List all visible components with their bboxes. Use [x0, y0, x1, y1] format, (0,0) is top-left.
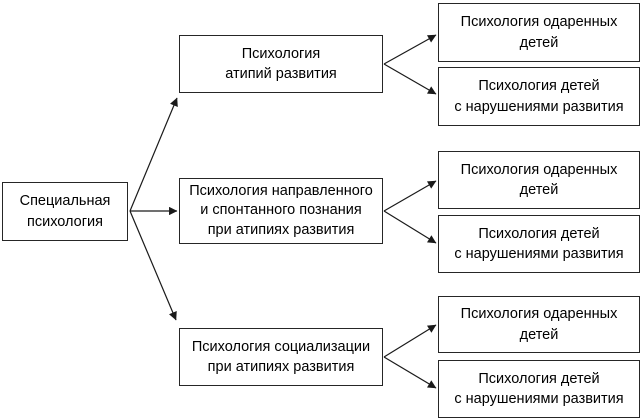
- leaf-node-developmental-disorders-1: Психология детей с нарушениями развития: [438, 215, 640, 273]
- leaf-node-gifted-children-0: Психология одаренных детей: [438, 3, 640, 62]
- arrow-branch-2-to-leaf-1: [383, 356, 437, 389]
- arrow-root-to-branch-2: [129, 210, 177, 321]
- arrow-branch-1-to-leaf-0: [383, 180, 437, 212]
- branch-node-directed-spontaneous-cognition: Психология направленного и спонтанного п…: [179, 178, 383, 244]
- branch-node-atypical-development: Психология атипий развития: [179, 35, 383, 93]
- branch-node-socialization: Психология социализации при атипиях разв…: [179, 328, 383, 386]
- arrow-branch-1-to-leaf-1: [383, 210, 437, 244]
- arrow-branch-0-to-leaf-0: [383, 34, 437, 65]
- root-node-special-psychology: Специальная психология: [2, 182, 128, 241]
- leaf-node-gifted-children-1: Психология одаренных детей: [438, 151, 640, 209]
- leaf-node-gifted-children-2: Психология одаренных детей: [438, 296, 640, 353]
- leaf-node-developmental-disorders-0: Психология детей с нарушениями развития: [438, 67, 640, 126]
- leaf-node-developmental-disorders-2: Психология детей с нарушениями развития: [438, 360, 640, 418]
- arrow-branch-0-to-leaf-1: [383, 63, 437, 95]
- arrow-branch-2-to-leaf-0: [383, 324, 437, 358]
- arrow-root-to-branch-0: [129, 97, 178, 212]
